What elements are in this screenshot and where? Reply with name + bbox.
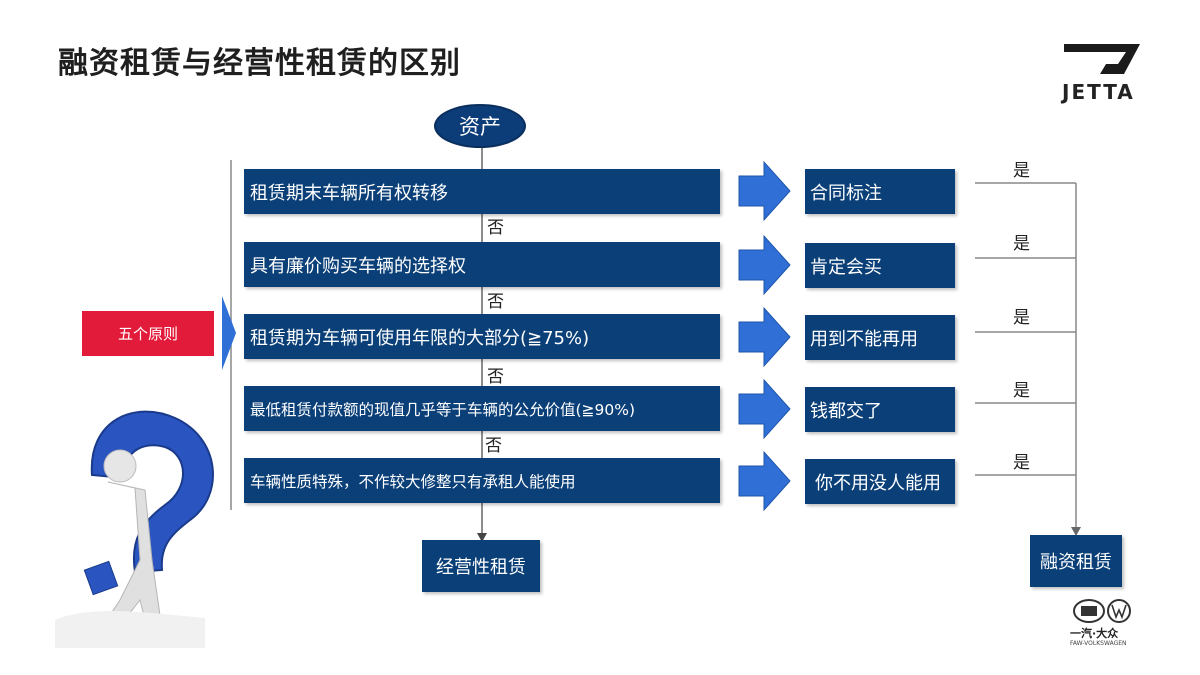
question-figure-illustration [55,410,214,648]
partner-logo-text: 一汽·大众 [1070,627,1119,640]
yes-label-2: 是 [1013,234,1030,254]
flow-arrowhead [477,533,487,542]
start-node-asset: 资产 [434,104,526,148]
operating-lease-outcome: 经营性租赁 [422,540,540,592]
rule-box-3: 租赁期为车辆可使用年限的大部分(≧75%) [244,314,720,359]
arrow-1 [738,160,791,222]
result-box-2: 肯定会买 [805,243,955,288]
principles-bracket-arrow [222,296,236,370]
jetta-logo-icon [1064,44,1140,74]
yes-arrowhead [1071,527,1081,536]
no-label-3: 否 [487,367,504,387]
jetta-logo-text: JETTA [1062,80,1135,104]
arrow-3 [738,306,791,368]
yes-label-5: 是 [1013,453,1030,473]
finance-lease-outcome: 融资租赁 [1030,535,1122,587]
arrow-4 [738,378,791,440]
yes-label-3: 是 [1013,308,1030,328]
rule-box-2: 具有廉价购买车辆的选择权 [244,242,720,287]
partner-logo-subtext: FAW-VOLKSWAGEN [1070,640,1127,647]
no-label-1: 否 [487,218,504,238]
result-box-5: 你不用没人能用 [805,459,955,504]
no-label-2: 否 [487,292,504,312]
rule-box-5: 车辆性质特殊，不作较大修整只有承租人能使用 [244,458,720,503]
arrow-2 [738,234,791,296]
result-box-1: 合同标注 [805,169,955,214]
arrow-5 [738,450,791,512]
yes-label-4: 是 [1013,381,1030,401]
result-box-4: 钱都交了 [805,387,955,432]
rule-box-1: 租赁期末车辆所有权转移 [244,169,720,214]
result-box-3: 用到不能再用 [805,315,955,360]
page-title: 融资租赁与经营性租赁的区别 [58,46,461,81]
faw-vw-logo-icon [1073,599,1131,623]
rule-box-4: 最低租赁付款额的现值几乎等于车辆的公允价值(≧90%) [244,386,720,431]
five-principles-box: 五个原则 [82,311,214,356]
yes-label-1: 是 [1013,161,1030,181]
no-label-4: 否 [485,436,502,456]
